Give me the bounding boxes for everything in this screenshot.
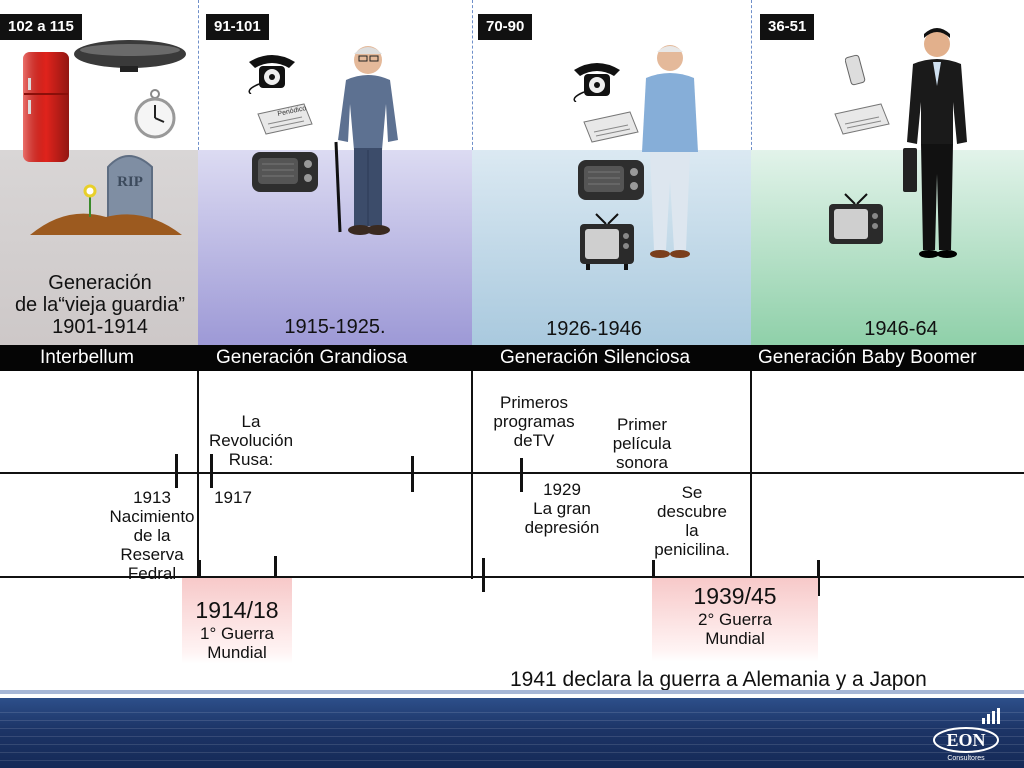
divider-line (197, 371, 199, 579)
event-revolucion-rusa: La Revolución Rusa: (208, 412, 294, 469)
generation-label: Generación Grandiosa (216, 347, 408, 368)
age-range-badge: 91-101 (206, 14, 269, 40)
panel-grandiosa: Periódico 1915-1925. (198, 0, 472, 345)
war-name: 1° Guerra Mundial (200, 624, 274, 662)
event-1917: 1917 (214, 488, 252, 507)
tick-mark (274, 556, 277, 592)
divider-line (750, 371, 752, 579)
logo-subtext: Consultores (947, 755, 985, 762)
tick-mark (210, 454, 213, 488)
refrigerator-icon (23, 52, 69, 162)
elderly-man-figure (642, 45, 698, 258)
event-pelicula-sonora: Primer película sonora (612, 415, 672, 472)
pocket-watch-icon (134, 89, 176, 139)
generation-bar (0, 345, 1024, 371)
tick-mark (817, 560, 820, 596)
tick-mark (482, 558, 485, 592)
panel-silenciosa: 1926-1946 (472, 0, 751, 345)
rotary-phone-icon (248, 55, 295, 94)
zeppelin-icon (74, 40, 186, 72)
generation-years: 1946-64 (864, 318, 938, 340)
tick-mark (175, 454, 178, 488)
war-years: 1939/45 (693, 583, 777, 609)
newspaper-icon (834, 103, 890, 135)
war-ww2: 1939/45 2° Guerra Mundial (652, 578, 818, 662)
radio-icon (578, 160, 644, 200)
generation-label: Generación Silenciosa (500, 347, 691, 368)
footer-band (0, 690, 1024, 768)
grave-icon: RIP (30, 155, 182, 235)
newspaper-icon (583, 111, 639, 143)
generation-name-line2: de la“vieja guardia” (14, 294, 186, 316)
old-man-figure (334, 46, 398, 235)
generation-label: Generación Baby Boomer (758, 347, 977, 368)
divider-line (471, 371, 473, 579)
war-name: 2° Guerra Mundial (698, 610, 772, 648)
timeline-lower-axis (0, 576, 1024, 578)
age-range-badge: 70-90 (478, 14, 533, 40)
tick-mark (520, 458, 523, 492)
war-years: 1914/18 (195, 597, 279, 623)
grave-inscription: RIP (117, 174, 143, 190)
dashed-separator (751, 0, 752, 150)
dashed-separator (198, 0, 199, 150)
panel-baby-boomer: 1946-64 (751, 0, 1024, 345)
eon-logo: EON Consultores (933, 708, 1000, 762)
newspaper-icon: Periódico (257, 103, 313, 135)
age-range-badge: 102 a 115 (0, 14, 82, 40)
logo-text: EON (946, 730, 985, 750)
event-penicilina: Se descubre la penicilina. (654, 483, 730, 559)
age-range-badge: 36-51 (760, 14, 815, 40)
event-reserva-federal: 1913 Nacimiento de la Reserva Fedral (109, 488, 195, 583)
generation-label: Interbellum (40, 347, 134, 368)
radio-icon (252, 152, 318, 192)
dashed-separator (472, 0, 473, 150)
panel-interbellum: RIP Generación de la“vieja guardia” 1901… (0, 0, 198, 345)
tv-icon (829, 193, 883, 244)
tv-icon (580, 213, 634, 270)
businessman-figure (903, 28, 967, 258)
timeline-upper-axis (0, 472, 1024, 474)
war-ww1: 1914/18 1° Guerra Mundial (182, 578, 292, 664)
event-gran-depresion: 1929 La gran depresión (524, 480, 600, 537)
generation-name-line1: Generación (48, 272, 152, 294)
generation-years: 1926-1946 (546, 318, 642, 340)
tick-mark (411, 456, 414, 492)
generation-years: 1901-1914 (52, 316, 148, 338)
event-primeros-programas-tv: Primeros programas deTV (493, 393, 575, 450)
note-1941: 1941 declara la guerra a Alemania y a Ja… (510, 668, 927, 691)
rotary-phone-icon (573, 63, 620, 102)
generation-years: 1915-1925. (284, 316, 386, 338)
mobile-phone-icon (845, 54, 866, 86)
